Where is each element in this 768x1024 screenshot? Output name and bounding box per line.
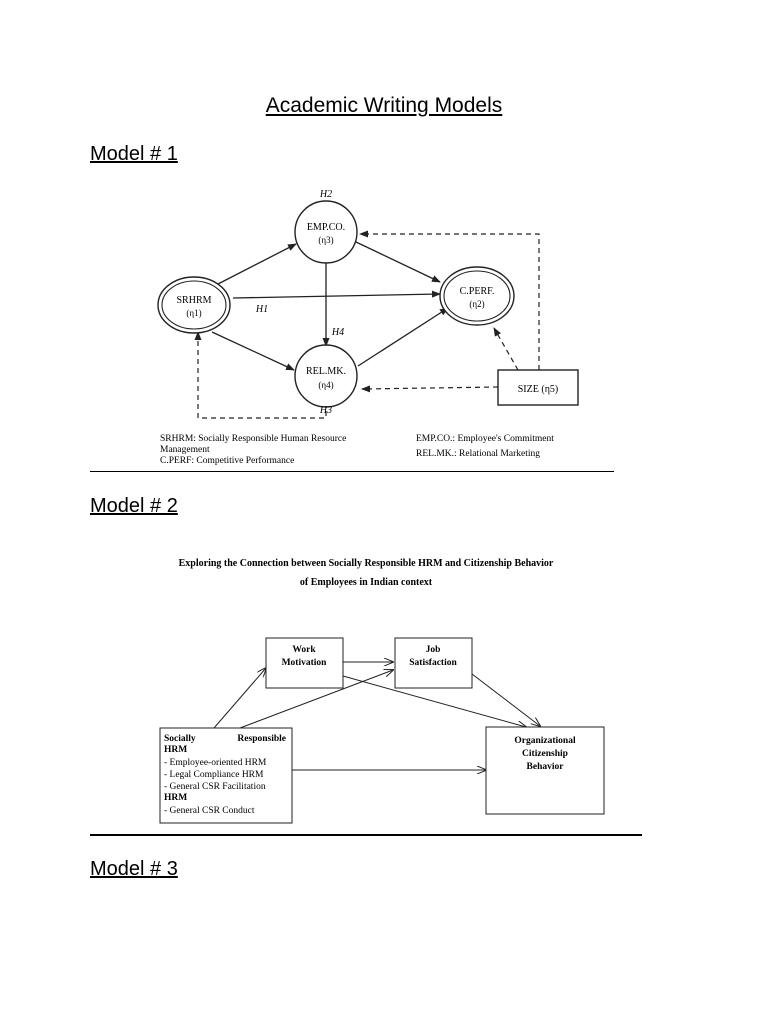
arrow-empco-cperf xyxy=(355,241,441,283)
svg-text:HRM: HRM xyxy=(164,745,187,755)
svg-text:HRM: HRM xyxy=(164,793,187,803)
svg-text:(η1): (η1) xyxy=(186,308,201,318)
model-2-heading: Model # 2 xyxy=(90,495,178,517)
arrow-relmk-cperf xyxy=(357,307,449,367)
svg-text:Behavior: Behavior xyxy=(527,762,565,772)
svg-text:- General CSR Facilitation: - General CSR Facilitation xyxy=(164,782,266,792)
model-2-diagram: Exploring the Connection between Sociall… xyxy=(159,558,605,824)
arrow-wm-ocb xyxy=(342,675,526,727)
section-divider-1 xyxy=(90,471,614,472)
model-2-title-line-2: of Employees in Indian context xyxy=(300,577,433,588)
box-socially-responsible-hrm: Socially Responsible HRM - Employee-orie… xyxy=(159,727,293,824)
arrow-srhrm-cperf xyxy=(232,290,441,299)
svg-text:- Legal Compliance HRM: - Legal Compliance HRM xyxy=(164,770,264,780)
model-2-title-line-1: Exploring the Connection between Sociall… xyxy=(179,558,554,569)
box-work-motivation: Work Motivation xyxy=(265,637,344,689)
svg-text:- Employee-oriented HRM: - Employee-oriented HRM xyxy=(164,758,267,768)
svg-text:Management: Management xyxy=(160,445,210,455)
model-1-legend: SRHRM: Socially Responsible Human Resour… xyxy=(160,434,554,466)
dashed-arrow-size-cperf xyxy=(493,327,519,371)
svg-text:Organizational: Organizational xyxy=(514,736,576,746)
svg-text:EMP.CO.: Employee's Commitment: EMP.CO.: Employee's Commitment xyxy=(416,434,554,444)
svg-text:(η4): (η4) xyxy=(318,380,333,390)
arrow-srhrm-relmk xyxy=(211,331,295,371)
svg-text:C.PERF: Competitive Performanc: C.PERF: Competitive Performance xyxy=(160,455,294,466)
label-h4: H4 xyxy=(331,327,344,338)
model-1-diagram: EMP.CO. (η3) SRHRM (η1) C.PERF. (η2) REL… xyxy=(157,189,579,466)
svg-text:Work: Work xyxy=(292,645,316,655)
label-h1: H1 xyxy=(255,304,268,315)
svg-text:Socially: Socially xyxy=(164,734,196,744)
node-size: SIZE (η5) xyxy=(497,369,579,406)
model-1-heading: Model # 1 xyxy=(90,143,178,165)
svg-text:EMP.CO.: EMP.CO. xyxy=(307,222,345,233)
svg-text:C.PERF.: C.PERF. xyxy=(460,286,495,297)
node-relmk: REL.MK. (η4) xyxy=(294,344,358,408)
node-srhrm: SRHRM (η1) xyxy=(157,276,231,334)
arrow-srhrm-js xyxy=(239,670,393,729)
svg-text:Satisfaction: Satisfaction xyxy=(409,658,457,668)
svg-text:SRHRM: Socially Responsible Hu: SRHRM: Socially Responsible Human Resour… xyxy=(160,434,346,444)
node-empco: EMP.CO. (η3) xyxy=(294,200,358,264)
label-h2: H2 xyxy=(319,189,332,200)
model-3-heading: Model # 3 xyxy=(90,858,178,880)
page-title: Academic Writing Models xyxy=(265,94,503,117)
dashed-arrow-size-empco xyxy=(359,230,540,370)
box-organizational-citizenship-behavior: Organizational Citizenship Behavior xyxy=(485,726,605,815)
dashed-arrow-size-relmk xyxy=(361,385,499,393)
svg-text:REL.MK.: Relational Marketing: REL.MK.: Relational Marketing xyxy=(416,449,540,459)
svg-text:SIZE (η5): SIZE (η5) xyxy=(518,384,559,395)
svg-text:REL.MK.: REL.MK. xyxy=(306,366,346,377)
svg-text:Motivation: Motivation xyxy=(282,658,328,668)
svg-text:Job: Job xyxy=(426,645,441,655)
svg-text:- General CSR Conduct: - General CSR Conduct xyxy=(164,806,255,816)
node-cperf: C.PERF. (η2) xyxy=(439,266,515,326)
svg-text:(η3): (η3) xyxy=(318,235,333,245)
section-divider-2 xyxy=(90,834,642,836)
arrow-js-ocb xyxy=(471,673,540,726)
svg-text:SRHRM: SRHRM xyxy=(176,295,211,306)
label-h3: H3 xyxy=(319,405,332,416)
svg-text:(η2): (η2) xyxy=(469,299,484,309)
svg-text:Citizenship: Citizenship xyxy=(522,749,568,759)
svg-text:Responsible: Responsible xyxy=(237,734,286,744)
box-job-satisfaction: Job Satisfaction xyxy=(394,637,473,689)
arrow-srhrm-empco xyxy=(217,243,297,285)
arrow-srhrm-wm xyxy=(213,668,266,729)
